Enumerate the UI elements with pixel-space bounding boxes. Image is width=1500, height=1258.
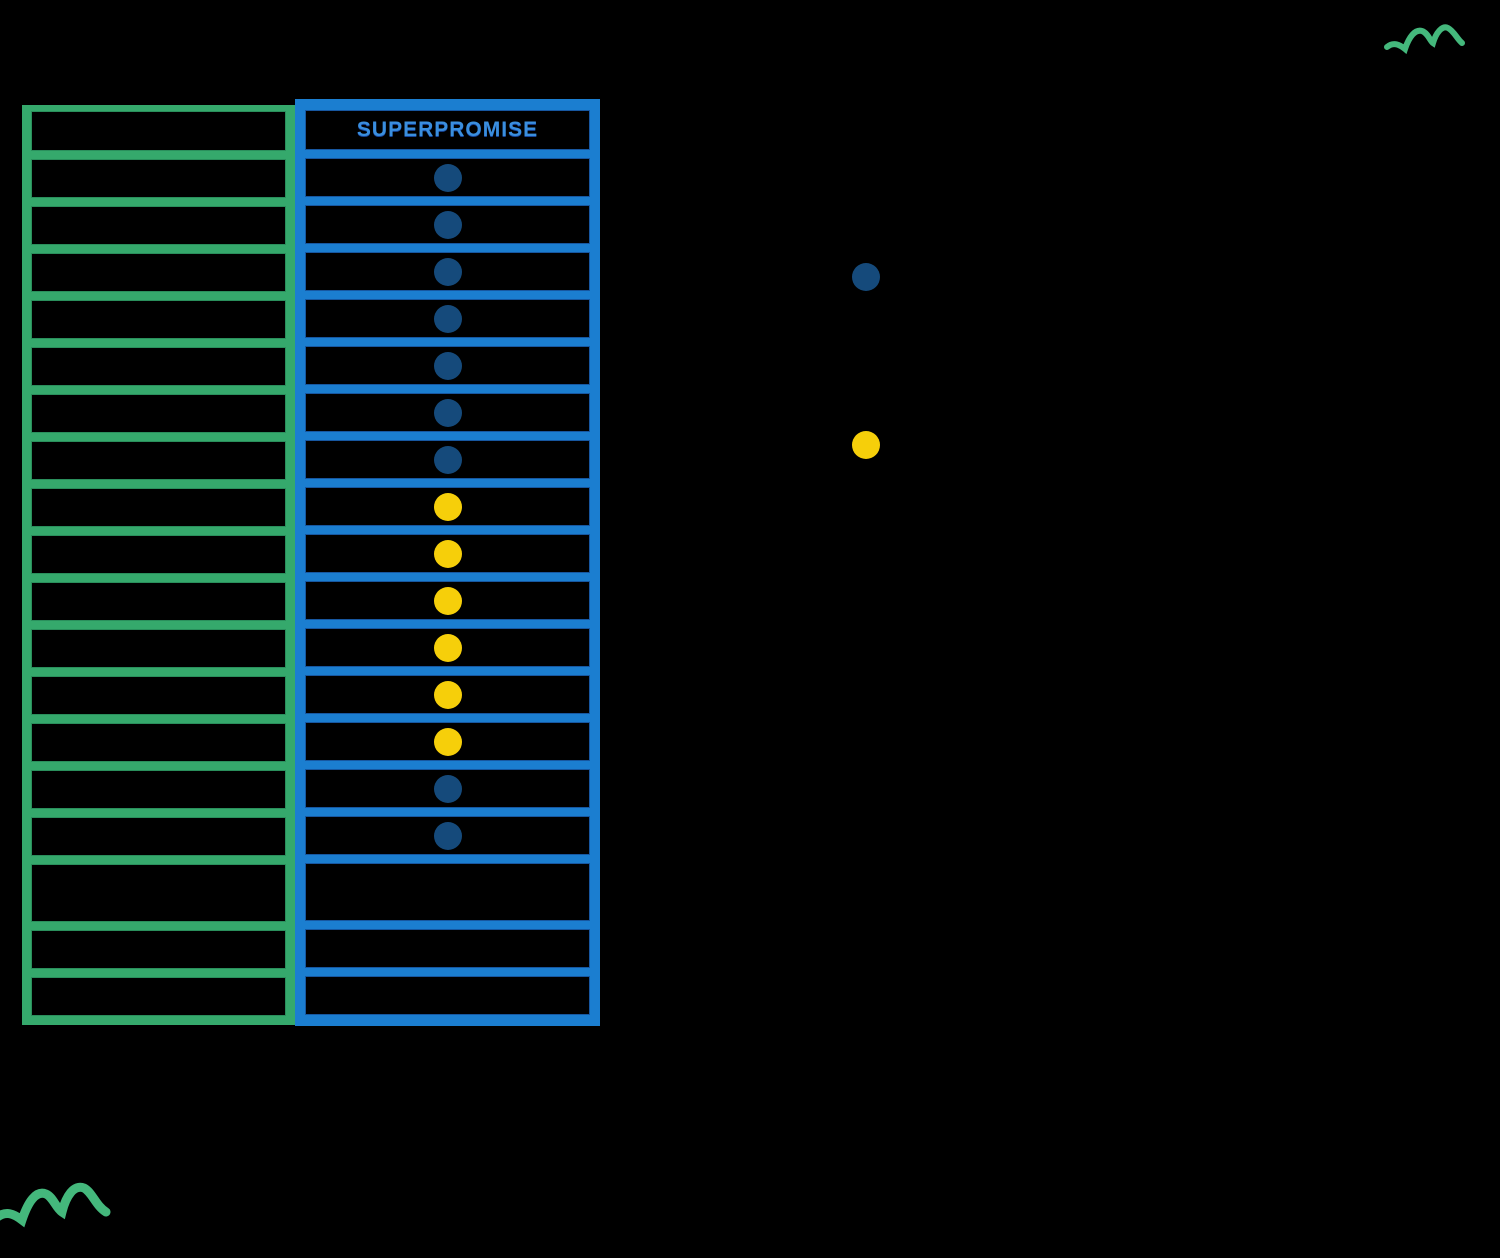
superpromise-row	[305, 976, 590, 1015]
competitor-row	[31, 441, 286, 480]
yellow-dot	[433, 492, 462, 521]
competitor-row	[31, 347, 286, 386]
yellow-dot	[433, 586, 462, 615]
green-squiggle-icon	[0, 1182, 111, 1228]
competitor-header-cell	[31, 111, 286, 151]
superpromise-row	[305, 816, 590, 855]
superpromise-row	[305, 299, 590, 338]
superpromise-header-label: SUPERPROMISE	[356, 118, 539, 141]
superpromise-row	[305, 534, 590, 573]
competitor-column	[22, 105, 295, 1025]
competitor-row	[31, 930, 286, 969]
competitor-row	[31, 253, 286, 292]
superpromise-row	[305, 722, 590, 761]
superpromise-row	[305, 346, 590, 385]
navy-dot	[433, 304, 462, 333]
yellow-dot	[433, 539, 462, 568]
superpromise-row	[305, 393, 590, 432]
superpromise-row	[305, 863, 590, 921]
competitor-row	[31, 676, 286, 715]
navy-dot	[433, 210, 462, 239]
competitor-row	[31, 864, 286, 922]
superpromise-row	[305, 628, 590, 667]
superpromise-row	[305, 581, 590, 620]
competitor-row	[31, 488, 286, 527]
navy-dot	[433, 163, 462, 192]
superpromise-row	[305, 675, 590, 714]
superpromise-column: SUPERPROMISE	[295, 99, 600, 1026]
superpromise-header-cell: SUPERPROMISE	[305, 110, 590, 150]
competitor-row	[31, 817, 286, 856]
navy-dot	[433, 445, 462, 474]
competitor-row	[31, 582, 286, 621]
navy-dot	[433, 398, 462, 427]
yellow-dot	[433, 727, 462, 756]
competitor-row	[31, 394, 286, 433]
superpromise-row	[305, 205, 590, 244]
competitor-row	[31, 723, 286, 762]
competitor-row	[31, 300, 286, 339]
competitor-row	[31, 977, 286, 1016]
navy-dot	[433, 821, 462, 850]
navy-dot	[433, 257, 462, 286]
legend-navy-dot	[852, 263, 880, 291]
competitor-row	[31, 206, 286, 245]
superpromise-row	[305, 929, 590, 968]
navy-dot	[433, 351, 462, 380]
superpromise-row	[305, 487, 590, 526]
legend	[852, 263, 880, 459]
navy-dot	[433, 774, 462, 803]
superpromise-row	[305, 440, 590, 479]
competitor-row	[31, 159, 286, 198]
superpromise-row	[305, 252, 590, 291]
legend-yellow-dot	[852, 431, 880, 459]
competitor-row	[31, 629, 286, 668]
yellow-dot	[433, 633, 462, 662]
superpromise-row	[305, 769, 590, 808]
competitor-row	[31, 535, 286, 574]
green-squiggle-icon	[1384, 24, 1465, 55]
yellow-dot	[433, 680, 462, 709]
superpromise-row	[305, 158, 590, 197]
competitor-row	[31, 770, 286, 809]
